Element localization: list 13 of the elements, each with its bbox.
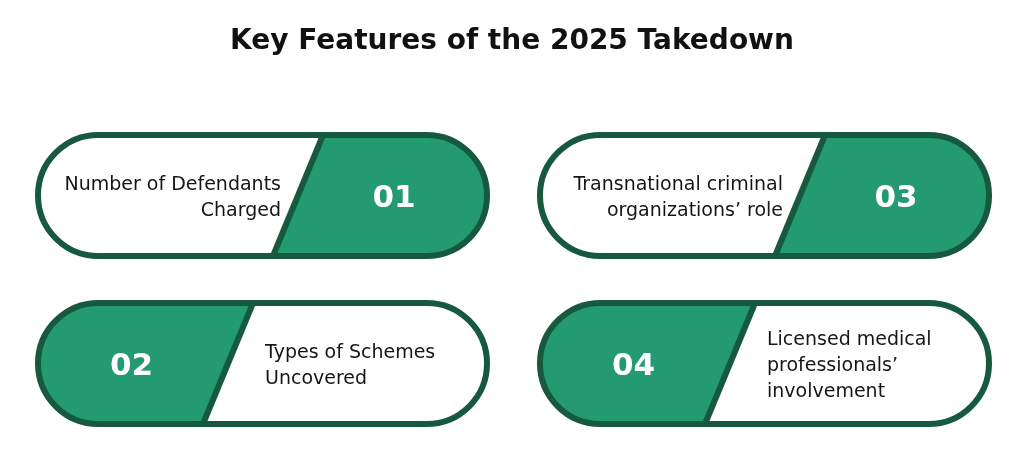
capsule-card [537, 132, 992, 259]
title: Key Features of the 2025 Takedown [230, 22, 794, 58]
step-number: 01 [372, 177, 416, 214]
feature-label: Number of Defendants Charged [63, 170, 281, 222]
step-number: 04 [612, 345, 656, 382]
feature-label: Licensed medical professionals’ involvement [767, 325, 933, 403]
capsule-card [35, 132, 490, 259]
capsule-card [537, 300, 992, 427]
capsule-card [35, 300, 490, 427]
feature-label: Transnational criminal organizations’ role [572, 170, 783, 222]
step-number: 03 [874, 177, 918, 214]
step-number: 02 [110, 345, 154, 382]
feature-label: Types of Schemes Uncovered [265, 338, 437, 390]
